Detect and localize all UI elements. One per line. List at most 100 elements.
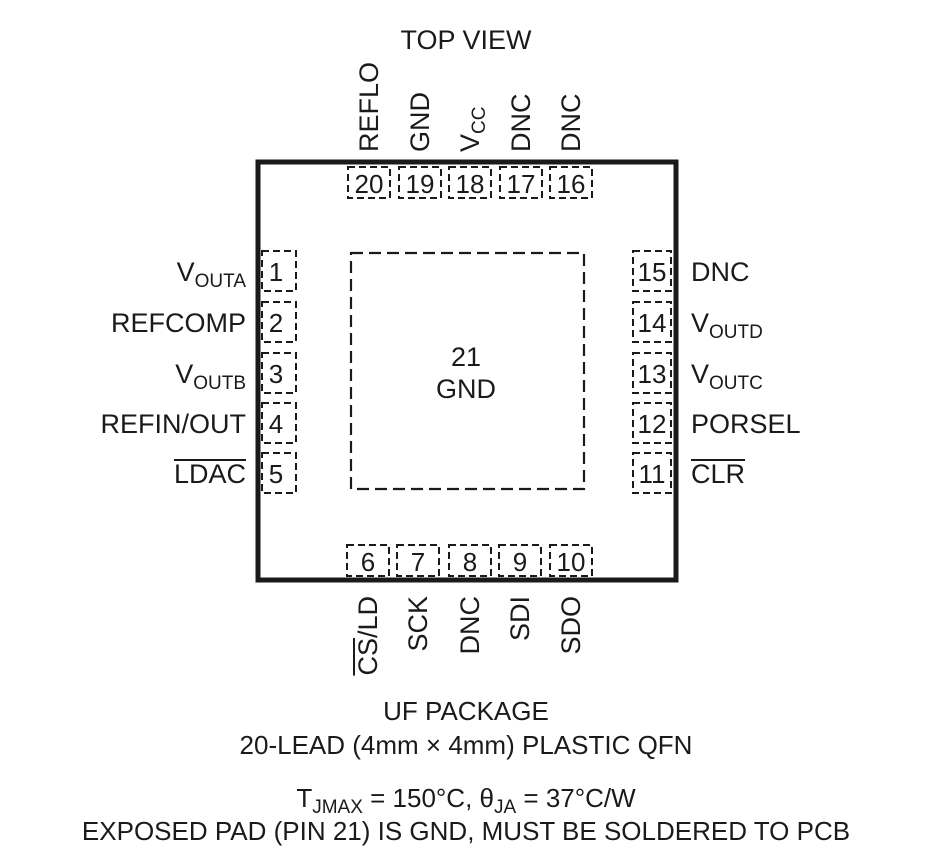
pin-2-name: REFCOMP [111, 308, 246, 338]
pin-6-name: CS/LD [353, 596, 383, 676]
pin-10-pad [549, 544, 593, 577]
pin-12-pad [632, 402, 672, 444]
pin-11-overbar-text: CLR [691, 459, 745, 489]
pin-9-number: 9 [513, 547, 527, 577]
pin-6-overbar-text: CS [353, 638, 383, 676]
pin-16-name-text: DNC [556, 94, 586, 153]
pin-8-name: DNC [455, 596, 485, 655]
thermal-t: T [296, 783, 312, 813]
top-pin-row: 20 REFLO 19 GND 18 VCC 17 DNC 16 DNC [347, 62, 593, 199]
pin-5-name: LDAC [174, 459, 246, 489]
pin-1-name-text: V [177, 257, 195, 287]
pin-4-pad [261, 402, 297, 444]
pin-8-name-text: DNC [455, 596, 485, 655]
pin-19-number: 19 [406, 169, 435, 199]
pin-17-name: DNC [506, 94, 536, 153]
pin-7-name-text: SCK [403, 596, 433, 652]
pin-20-number: 20 [355, 169, 384, 199]
pin-18-name-text: V [455, 134, 485, 152]
pin-18-pad [448, 166, 492, 199]
pin-10-name: SDO [556, 596, 586, 655]
pin-13-pad [632, 352, 672, 394]
pin-16-name: DNC [556, 94, 586, 153]
pin-18-name-sub: CC [469, 107, 490, 134]
pin-6-number: 6 [361, 547, 375, 577]
pin-19-name: GND [405, 92, 435, 152]
pin-18-name: VCC [455, 107, 490, 152]
pin-9-name-text: SDI [505, 596, 535, 641]
pin-1-pad [261, 250, 297, 292]
pin-20-pad [347, 166, 391, 199]
pin-7-number: 7 [411, 547, 425, 577]
pin-13-name-sub: OUTC [709, 373, 763, 394]
pin-20-name: REFLO [354, 62, 384, 152]
pin-20-name-text: REFLO [354, 62, 384, 152]
pin-19-pad [398, 166, 442, 199]
pin-4-name: REFIN/OUT [101, 409, 247, 439]
thermal-theta-rest: = 37°C/W [516, 783, 636, 813]
pin-15-pad [632, 250, 672, 292]
pin-9-pad [498, 544, 542, 577]
pin-16-number: 16 [557, 169, 586, 199]
pin-11-number: 11 [639, 459, 666, 489]
pin-9-name: SDI [505, 596, 535, 641]
thermal-theta: θ [480, 783, 494, 813]
pin-17-number: 17 [507, 169, 536, 199]
pin-12-number: 12 [638, 409, 667, 439]
thermal-t-rest: = 150°C, [363, 783, 480, 813]
pin-5-pad [261, 452, 297, 494]
pin-11-name: CLR [691, 459, 745, 489]
pin-19-name-text: GND [405, 92, 435, 152]
pin-10-name-text: SDO [556, 596, 586, 655]
caption-thermal: TJMAX = 150°C, θJA = 37°C/W [296, 783, 636, 818]
caption-lead: 20-LEAD (4mm × 4mm) PLASTIC QFN [240, 730, 693, 760]
pin-17-pad [499, 166, 543, 199]
pin-13-name: VOUTC [691, 359, 763, 394]
pin-3-name-sub: OUTB [193, 373, 246, 394]
pin-17-name-text: DNC [506, 94, 536, 153]
pin-8-pad [448, 544, 492, 577]
pin-15-number: 15 [638, 257, 667, 287]
pin-10-number: 10 [557, 547, 586, 577]
view-title: TOP VIEW [400, 25, 532, 55]
pin-1-number: 1 [269, 257, 283, 287]
pin-16-pad [549, 166, 593, 199]
pin-12-name: PORSEL [691, 409, 801, 439]
exposed-pad-name: GND [436, 374, 496, 404]
pin-5-number: 5 [269, 459, 283, 489]
pin-15-name: DNC [691, 257, 750, 287]
pin-8-number: 8 [463, 547, 477, 577]
pin-5-overbar-text: LDAC [174, 459, 246, 489]
pin-7-pad [396, 544, 440, 577]
pin-4-name-text: REFIN/OUT [101, 409, 247, 439]
pin-6-name-rest: /LD [353, 596, 383, 638]
pin-11-pad [632, 452, 672, 494]
package-body [255, 159, 679, 583]
thermal-t-sub: JMAX [312, 797, 363, 818]
pin-14-name-text: V [691, 308, 709, 338]
pin-3-pad [261, 352, 297, 394]
pin-14-name-sub: OUTD [709, 322, 763, 343]
pin-1-name-sub: OUTA [195, 271, 247, 292]
pin-7-name: SCK [403, 596, 433, 652]
exposed-pad-number: 21 [451, 342, 481, 372]
caption-package: UF PACKAGE [383, 696, 549, 726]
caption-note: EXPOSED PAD (PIN 21) IS GND, MUST BE SOL… [82, 816, 850, 846]
pin-12-name-text: PORSEL [691, 409, 801, 439]
pin-3-number: 3 [269, 359, 283, 389]
pin-2-pad [261, 301, 297, 343]
pin-18-number: 18 [456, 169, 485, 199]
pin-14-name: VOUTD [691, 308, 763, 343]
pin-1-name: VOUTA [177, 257, 247, 292]
pin-14-number: 14 [638, 308, 667, 338]
pin-2-name-text: REFCOMP [111, 308, 246, 338]
pin-2-number: 2 [269, 308, 283, 338]
pin-13-number: 13 [638, 359, 667, 389]
pin-3-name-text: V [175, 359, 193, 389]
pin-6-pad [346, 544, 390, 577]
pin-14-pad [632, 301, 672, 343]
